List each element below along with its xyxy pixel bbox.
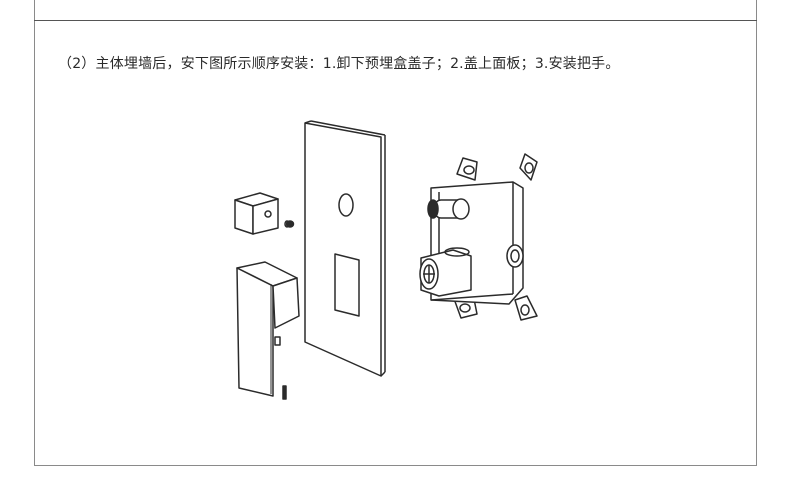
top-divider: [34, 20, 757, 21]
valve-body: [419, 153, 538, 321]
exploded-view-diagram: [225, 118, 565, 408]
page-frame: [34, 0, 757, 466]
cover-plate: [304, 120, 386, 377]
handle-cap: [234, 192, 279, 235]
set-screw: [284, 220, 295, 228]
handle-lever: [236, 261, 300, 397]
instruction-text: （2）主体埋墙后，安下图所示顺序安装：1.卸下预埋盒盖子；2.盖上面板；3.安装…: [58, 56, 620, 72]
allen-key: [282, 385, 287, 400]
